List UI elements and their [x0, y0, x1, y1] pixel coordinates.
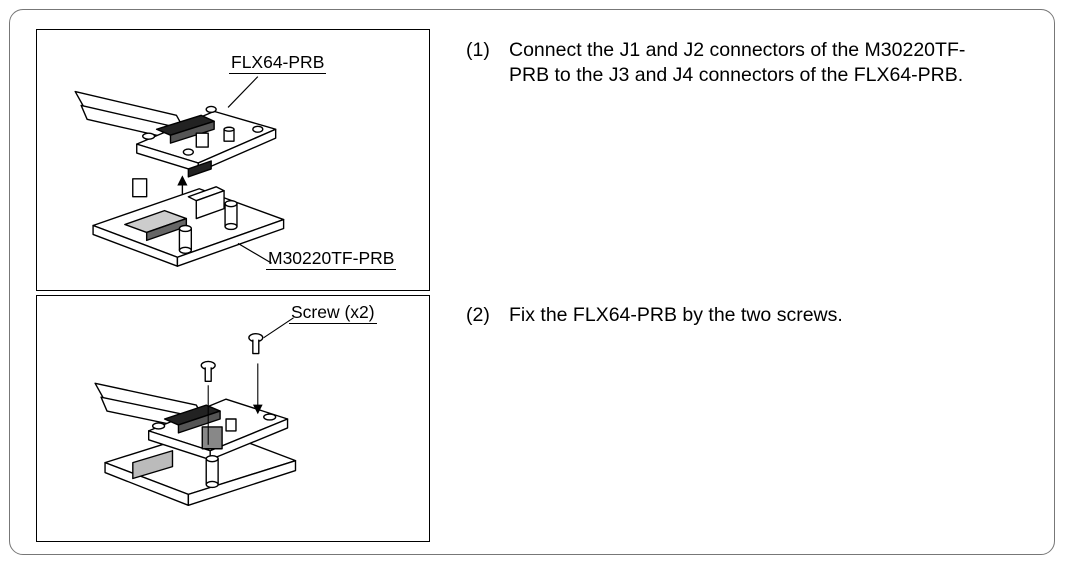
screw-label: Screw (x2) — [289, 302, 377, 324]
flx64-prb-leader — [227, 76, 259, 108]
step-1-line-2: PRB to the J3 and J4 connectors of the F… — [509, 64, 964, 86]
m30220tf-prb-label: M30220TF-PRB — [266, 248, 397, 270]
step-2: (2) Fix the FLX64-PRB by the two screws. — [466, 303, 1056, 328]
content-frame — [9, 9, 1055, 555]
step-1-text: Connect the J1 and J2 connectors of the … — [509, 38, 1056, 88]
m30220tf-prb-callout: M30220TF-PRB — [266, 248, 397, 270]
step-1-line-1: Connect the J1 and J2 connectors of the … — [509, 39, 966, 61]
screw-leader — [263, 317, 294, 339]
screw-right — [248, 332, 264, 355]
screw-callout: Screw (x2) — [289, 302, 377, 324]
step-1-number: (1) — [466, 39, 490, 61]
m30220tf-prb-leader — [237, 242, 273, 264]
figure-connect-boards: FLX64-PRB M30220TF-PRB — [36, 29, 430, 291]
step-1: (1) Connect the J1 and J2 connectors of … — [466, 38, 1056, 88]
fix-screws-illustration — [94, 317, 297, 506]
flx64-prb-label: FLX64-PRB — [229, 52, 327, 74]
figure-fix-screws: Screw (x2) — [36, 295, 430, 542]
step-2-text: Fix the FLX64-PRB by the two screws. — [509, 304, 843, 326]
connect-boards-illustration — [74, 76, 285, 267]
flx64-prb-callout: FLX64-PRB — [229, 52, 327, 74]
step-2-number: (2) — [466, 304, 490, 326]
m30220tf-prb-board — [92, 188, 285, 258]
screw-left — [200, 360, 216, 382]
